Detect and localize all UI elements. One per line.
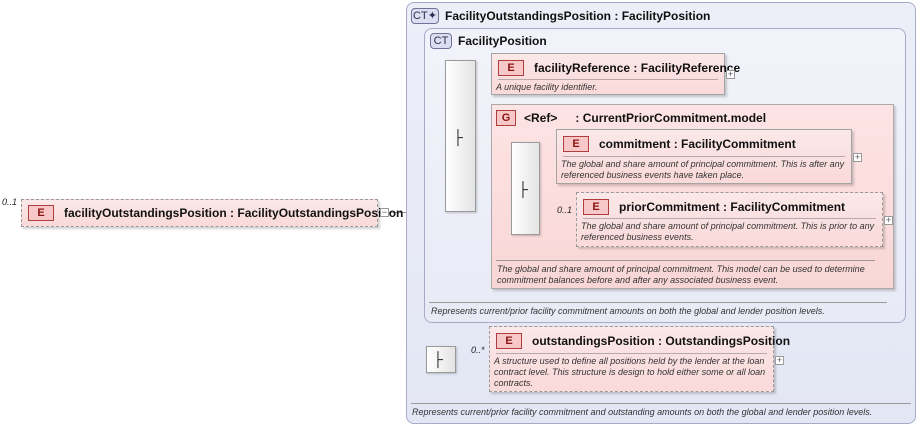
sequence-compositor-group[interactable]: ├ [511,142,540,235]
collapse-icon[interactable]: − [380,207,389,217]
element-badge: E [583,199,609,215]
outstandingsPosition-cardinality: 0..* [471,345,485,355]
sequence-icon: ├ [518,181,528,197]
sequence-icon: ├ [453,129,463,145]
element-outstandingsPosition[interactable]: E outstandingsPosition : OutstandingsPos… [489,326,790,392]
group-badge: G [496,110,516,126]
element-commitment[interactable]: E commitment : FacilityCommitment The gl… [556,129,852,184]
sequence-compositor-outer[interactable]: ├ [426,346,456,373]
element-title: priorCommitment : FacilityCommitment [619,200,846,214]
element-doc: The global and share amount of principal… [581,221,875,242]
element-badge: E [496,333,522,349]
element-priorCommitment[interactable]: E priorCommitment : FacilityCommitment T… [576,192,883,247]
element-facilityReference[interactable]: E facilityReference : FacilityReference … [491,53,740,95]
complex-type-badge: CT [430,33,452,49]
inner-doc-separator [429,302,887,303]
sequence-icon: ├ [433,351,443,367]
element-title: commitment : FacilityCommitment [599,137,796,151]
group-title: : CurrentPriorCommitment.model [575,111,767,125]
element-title: outstandingsPosition : OutstandingsPosit… [532,334,791,348]
inner-type-doc: Represents current/prior facility commit… [431,306,825,316]
group-ref-label: <Ref> [524,111,558,125]
complex-type-badge: CT✦ [411,8,439,24]
outer-doc-separator [411,403,911,404]
element-badge: E [563,136,589,152]
inner-type-title: FacilityPosition [458,34,547,48]
outer-type-doc: Represents current/prior facility commit… [412,407,873,417]
group-doc: The global and share amount of principal… [497,264,865,285]
extension-plus-icon: ✦ [427,10,437,22]
element-badge: E [498,60,524,76]
expand-icon[interactable]: + [884,215,893,225]
element-separator [496,353,767,354]
root-to-type-connector [388,212,408,213]
expand-icon[interactable]: + [775,355,784,365]
root-element-box[interactable]: E facilityOutstandingsPosition : Facilit… [21,199,403,227]
expand-icon[interactable]: + [726,69,735,79]
element-separator [498,79,718,80]
element-badge: E [28,205,54,221]
outer-type-title: FacilityOutstandingsPosition : FacilityP… [445,9,711,23]
priorCommitment-cardinality: 0..1 [557,205,573,215]
element-separator [583,218,876,219]
element-title: facilityReference : FacilityReference [534,61,741,75]
element-doc: The global and share amount of principal… [561,159,845,180]
root-cardinality: 0..1 [2,197,18,207]
root-element-title: facilityOutstandingsPosition : FacilityO… [64,206,404,220]
element-doc: A structure used to define all positions… [494,356,766,388]
expand-icon[interactable]: + [853,152,862,162]
element-separator [563,156,845,157]
group-doc-separator [496,260,875,261]
element-doc: A unique facility identifier. [496,82,598,92]
sequence-compositor-inner[interactable]: ├ [445,60,476,212]
